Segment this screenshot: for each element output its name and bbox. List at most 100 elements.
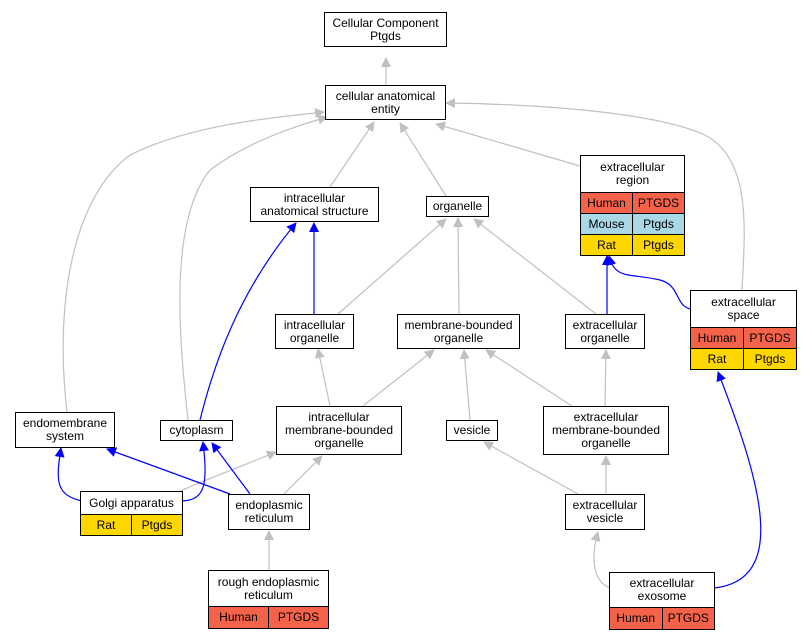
edge-cyto-cae [179, 114, 328, 421]
node-label-line: organelle [580, 330, 630, 345]
node-label-line: endomembrane [22, 416, 108, 430]
annotation-species: Human [587, 195, 626, 210]
node-organelle[interactable]: organelle [426, 196, 489, 217]
annotation-gene: PTGDS [632, 193, 684, 213]
edge-er-imbo [283, 455, 323, 495]
edge-imbo-mborg [362, 349, 435, 407]
node-label: cytoplasm [161, 421, 232, 440]
node-label-line: reticulum [244, 587, 293, 602]
node-label-line: entity [371, 101, 400, 116]
node-label: vesicle [447, 421, 497, 440]
node-label-line: space [727, 308, 760, 322]
annotation-species: Rat [597, 237, 616, 252]
node-label-line: anatomical structure [260, 203, 369, 218]
node-label-line: intracellular [283, 317, 346, 332]
annotation-species: Human [219, 610, 258, 624]
node-label-line: vesicle [586, 511, 624, 525]
edge-ecorg-organelle [473, 218, 597, 315]
annotation-gene: Ptgds [632, 214, 684, 234]
annotation-species: Mouse [588, 216, 625, 231]
edge-mborg-organelle [453, 217, 464, 315]
node-label-line: extracellular [572, 498, 638, 512]
edge-golgi-endomem [54, 447, 83, 502]
edge-embo-mborg [485, 349, 573, 407]
node-label-line: intracellular [283, 190, 346, 205]
edge-ias-cae [329, 121, 375, 188]
annotation-gene: PTGDS [661, 608, 715, 629]
edge-ecregion-cae [435, 121, 581, 167]
node-label-line: extracellular [711, 295, 776, 309]
node-label-line: cellular anatomical [335, 88, 436, 103]
edge-er-cyto [211, 442, 251, 495]
edge-exo-ecves [590, 531, 611, 589]
edge-icorg-organelle [337, 218, 447, 315]
annotation-gene: Ptgds [131, 515, 182, 535]
annotation-gene: Ptgds [743, 349, 796, 369]
node-label-line: vesicle [453, 423, 491, 437]
node-label-line: organelle [289, 330, 340, 345]
annotation-species: Human [697, 330, 737, 345]
node-label-line: organelle [433, 330, 484, 345]
edge-ecspace-ecregion [606, 255, 691, 310]
annotation-gene: PTGDS [268, 607, 328, 628]
node-cytoplasm[interactable]: cytoplasm [160, 420, 233, 441]
node-label-line: Ptgds [370, 28, 401, 43]
node-label-line: reticulum [244, 511, 294, 525]
annotation-row-human: Human PTGDS [691, 327, 796, 348]
edge-golgi-cyto [181, 441, 210, 502]
annotation-species: Rat [96, 517, 116, 532]
node-label-line: system [45, 429, 84, 443]
node-vesicle[interactable]: vesicle [446, 420, 498, 441]
edge-organelle-cae [399, 122, 447, 197]
node-label-line: Golgi apparatus [89, 495, 174, 510]
annotation-gene: PTGDS [743, 328, 796, 348]
node-label-line: region [615, 173, 650, 187]
node-label-line: extracellular [629, 576, 695, 590]
edge-cyto-ias [199, 222, 297, 421]
node-label-line: membrane-bounded [404, 317, 513, 332]
annotation-row-human: Human PTGDS [581, 192, 684, 213]
edge-exo-ecspace [713, 371, 762, 589]
edge-golgi-imbo [177, 450, 277, 493]
annotation-row-human: Human PTGDS [209, 606, 328, 628]
node-label: organelle [427, 197, 488, 216]
node-label-line: rough endoplasmic [217, 574, 320, 589]
edge-embo-ecorg [600, 349, 611, 407]
annotation-species: Human [616, 611, 656, 625]
edge-er-endomem [106, 447, 231, 495]
node-label-line: endoplasmic [235, 498, 303, 512]
edge-endomem-cae [62, 108, 325, 413]
node-label-line: extracellular [573, 410, 639, 424]
